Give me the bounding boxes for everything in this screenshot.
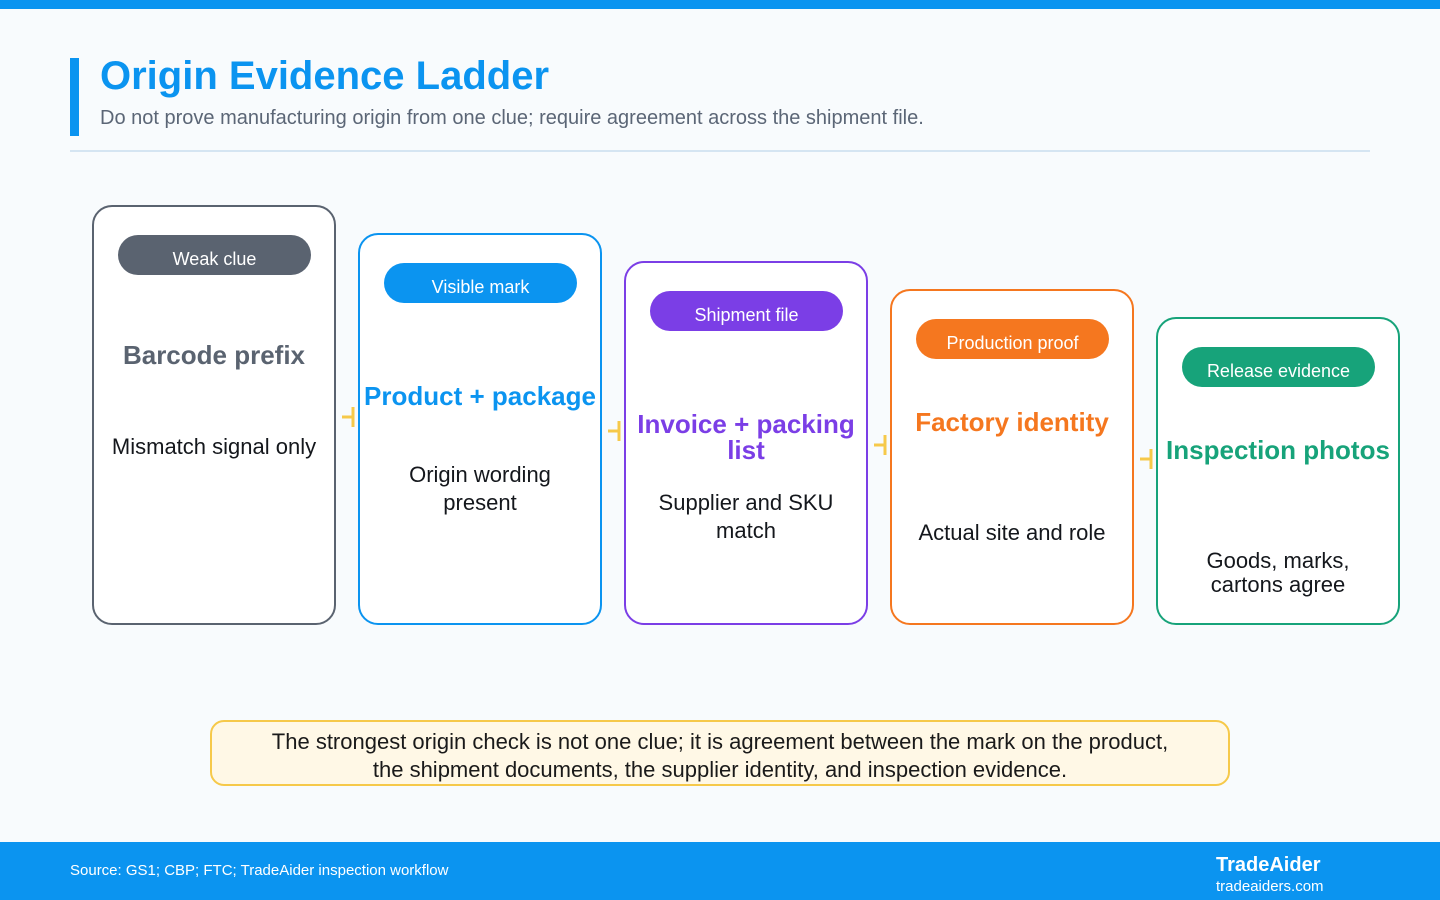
evidence-card-description: Goods, marks, cartons agree [1206,548,1350,597]
evidence-card-title: Factory identity [915,407,1109,437]
evidence-card-title: Invoice + packing list [637,409,855,465]
evidence-card-description: Actual site and role [918,520,1106,545]
evidence-card-tag: Shipment file [650,291,843,331]
takeaway-callout: The strongest origin check is not one cl… [210,720,1230,786]
top-accent-bar [0,0,1440,9]
takeaway-line-1: The strongest origin check is not one cl… [271,729,1169,754]
evidence-card-title: Barcode prefix [122,340,306,370]
evidence-card-tag: Production proof [916,319,1109,359]
evidence-card-title: Inspection photos [1166,435,1390,465]
step-connector-arrow-icon [608,421,621,441]
takeaway-line-2: the shipment documents, the supplier ide… [372,757,1068,782]
evidence-card-description: Supplier and SKU match [658,490,834,543]
evidence-card-description: Mismatch signal only [111,434,317,459]
header-divider [70,150,1370,152]
footer-url: tradeaiders.com [1216,878,1324,895]
page-subtitle: Do not prove manufacturing origin from o… [100,107,924,129]
page-title: Origin Evidence Ladder [100,54,550,98]
evidence-card-title: Product + package [364,381,596,411]
title-accent-bar [70,58,79,136]
footer-brand: TradeAider [1216,854,1321,876]
step-connector-arrow-icon [1140,449,1153,469]
step-connector-arrow-icon [874,435,887,455]
step-connector-arrow-icon [342,407,355,427]
evidence-card-description: Origin wording present [409,462,551,515]
footer-source: Source: GS1; CBP; FTC; TradeAider inspec… [70,862,449,879]
evidence-card-tag: Weak clue [118,235,311,275]
footer: Source: GS1; CBP; FTC; TradeAider inspec… [0,842,1440,900]
evidence-card-tag: Release evidence [1182,347,1375,387]
evidence-card-tag: Visible mark [384,263,577,303]
